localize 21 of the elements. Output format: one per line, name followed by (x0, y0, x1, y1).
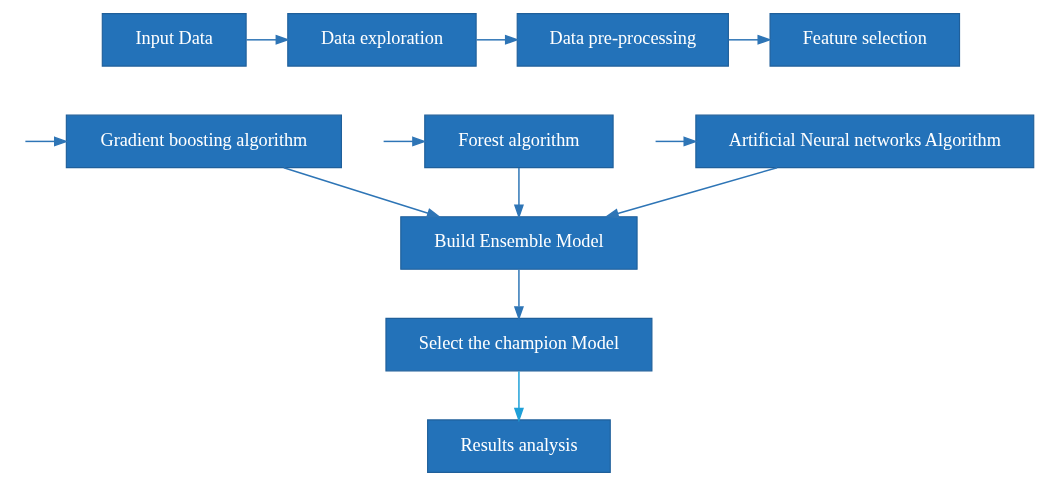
arrow (727, 34, 772, 45)
node-box: Artificial Neural networks Algorithm (695, 114, 1035, 168)
node-box: Results analysis (427, 418, 611, 473)
arrow (604, 166, 778, 218)
arrow (654, 135, 698, 146)
node-box: Forest algorithm (424, 114, 614, 168)
arrow (513, 268, 524, 321)
arrow (245, 34, 290, 45)
arrow (513, 370, 524, 422)
arrow (475, 34, 520, 45)
arrow (382, 135, 427, 146)
arrow (283, 166, 442, 218)
node-box: Gradient boosting algorithm (65, 114, 342, 168)
arrow (513, 166, 524, 219)
node-box: Data exploration (287, 12, 477, 67)
node-box: Input Data (101, 12, 247, 67)
node-box: Build Ensemble Model (400, 215, 638, 270)
node-box: Select the champion Model (385, 317, 653, 371)
node-box: Data pre-processing (516, 12, 729, 67)
arrow (24, 135, 69, 146)
node-box: Feature selection (769, 12, 961, 67)
